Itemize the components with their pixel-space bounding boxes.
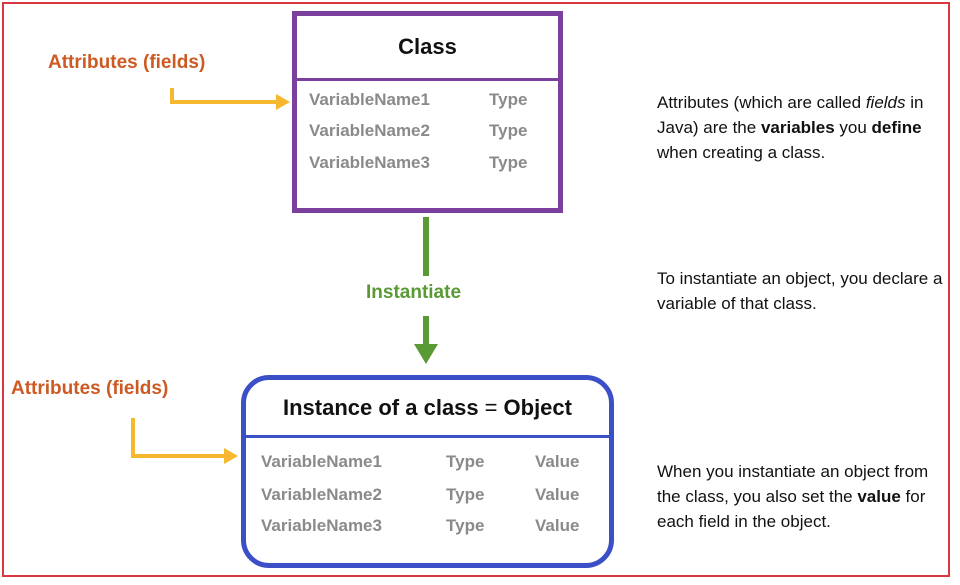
object-title-part2: Object [503, 394, 572, 420]
object-box: Instance of a class = Object [241, 375, 614, 568]
object-field-type-2: Type [446, 485, 485, 504]
note-attributes: Attributes (which are called fields in J… [657, 90, 952, 165]
note1-text-7: when creating a class. [657, 143, 826, 162]
object-field-name-1: VariableName1 [261, 452, 382, 471]
note1-text-4: variables [760, 118, 835, 137]
object-field-name-2: VariableName2 [261, 485, 382, 504]
class-field-name-1: VariableName1 [309, 90, 430, 109]
diagram-frame [2, 2, 950, 577]
object-title-eq: = [484, 394, 498, 420]
attributes-label-top: Attributes (fields) [48, 52, 206, 73]
class-box: Class [292, 11, 563, 213]
object-field-type-1: Type [446, 452, 485, 471]
object-title: Instance of a class = Object [246, 380, 609, 438]
class-field-name-3: VariableName3 [309, 153, 430, 172]
note-object-values: When you instantiate an object from the … [657, 459, 952, 534]
instantiate-label: Instantiate [366, 282, 462, 303]
note1-text-1: Attributes (which are called [657, 93, 866, 112]
class-field-type-3: Type [489, 153, 528, 172]
object-field-value-3: Value [535, 516, 580, 535]
class-field-type-2: Type [489, 121, 528, 140]
note2-text-1: To instantiate an object, you declare a … [657, 269, 943, 313]
note1-text-2: fields [865, 93, 906, 112]
object-field-name-3: VariableName3 [261, 516, 382, 535]
note1-text-6: define [871, 118, 922, 137]
class-title: Class [297, 16, 558, 81]
object-title-part1: Instance of a class [283, 394, 479, 420]
note-instantiate: To instantiate an object, you declare a … [657, 266, 952, 316]
class-field-name-2: VariableName2 [309, 121, 430, 140]
attributes-label-bottom: Attributes (fields) [11, 378, 169, 399]
note1-text-5: you [834, 118, 872, 137]
object-field-value-2: Value [535, 485, 580, 504]
yellow-arrow-bottom [131, 418, 238, 464]
object-field-type-3: Type [446, 516, 485, 535]
note3-text-3: for each field in the object. [657, 487, 926, 531]
yellow-arrow-top [170, 88, 290, 110]
note3-text-2: value [857, 487, 901, 506]
note3-text-1: When you instantiate an object from the … [657, 462, 929, 506]
green-instantiate-arrow [414, 217, 438, 364]
object-field-value-1: Value [535, 452, 580, 471]
note1-text-3: in Java) are the [657, 93, 924, 137]
class-field-type-1: Type [489, 90, 528, 109]
